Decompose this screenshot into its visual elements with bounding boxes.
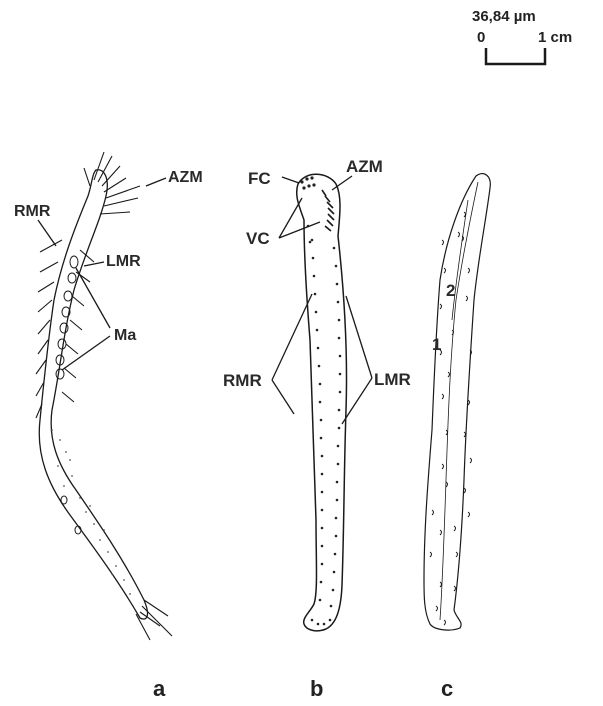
specimen-b: FC AZM VC RMR LMR b: [223, 157, 411, 701]
specimen-a-leader-lines: [38, 178, 166, 370]
label-a-lmr: LMR: [106, 253, 141, 270]
panel-letter-c: c: [441, 676, 453, 701]
specimen-b-body: [297, 174, 347, 631]
label-c-2: 2: [446, 281, 455, 300]
specimen-c-body: [424, 174, 490, 630]
panel-letter-a: a: [153, 676, 166, 701]
label-b-azm: AZM: [346, 157, 383, 176]
scale-bar-left-label: 0: [477, 29, 485, 46]
label-b-fc: FC: [248, 169, 271, 188]
label-b-vc: VC: [246, 229, 270, 248]
specimen-c-inner-lines: [440, 182, 478, 620]
label-a-azm: AZM: [168, 169, 203, 186]
label-b-lmr: LMR: [374, 370, 411, 389]
specimen-a: AZM RMR LMR Ma a: [14, 152, 203, 701]
scale-bar-bracket: [486, 48, 545, 64]
label-a-rmr: RMR: [14, 203, 51, 220]
specimen-b-azm: [322, 190, 334, 231]
specimen-b-dots-right: [330, 247, 342, 608]
label-c-1: 1: [432, 335, 441, 354]
label-b-rmr: RMR: [223, 371, 262, 390]
scale-bar-right-label: 1 cm: [538, 29, 572, 46]
specimen-a-body: [39, 170, 147, 619]
specimen-c-marks: [430, 212, 472, 625]
specimen-c: 2 1 c: [424, 174, 490, 701]
label-a-ma: Ma: [114, 327, 136, 344]
scale-bar-top-label: 36,84 µm: [472, 8, 536, 25]
specimen-b-leader-lines: [272, 176, 372, 424]
scale-bar: 36,84 µm 0 1 cm: [472, 8, 572, 64]
panel-letter-b: b: [310, 676, 323, 701]
specimen-b-dots-tail: [307, 225, 332, 626]
specimen-a-cirri: [36, 152, 172, 640]
